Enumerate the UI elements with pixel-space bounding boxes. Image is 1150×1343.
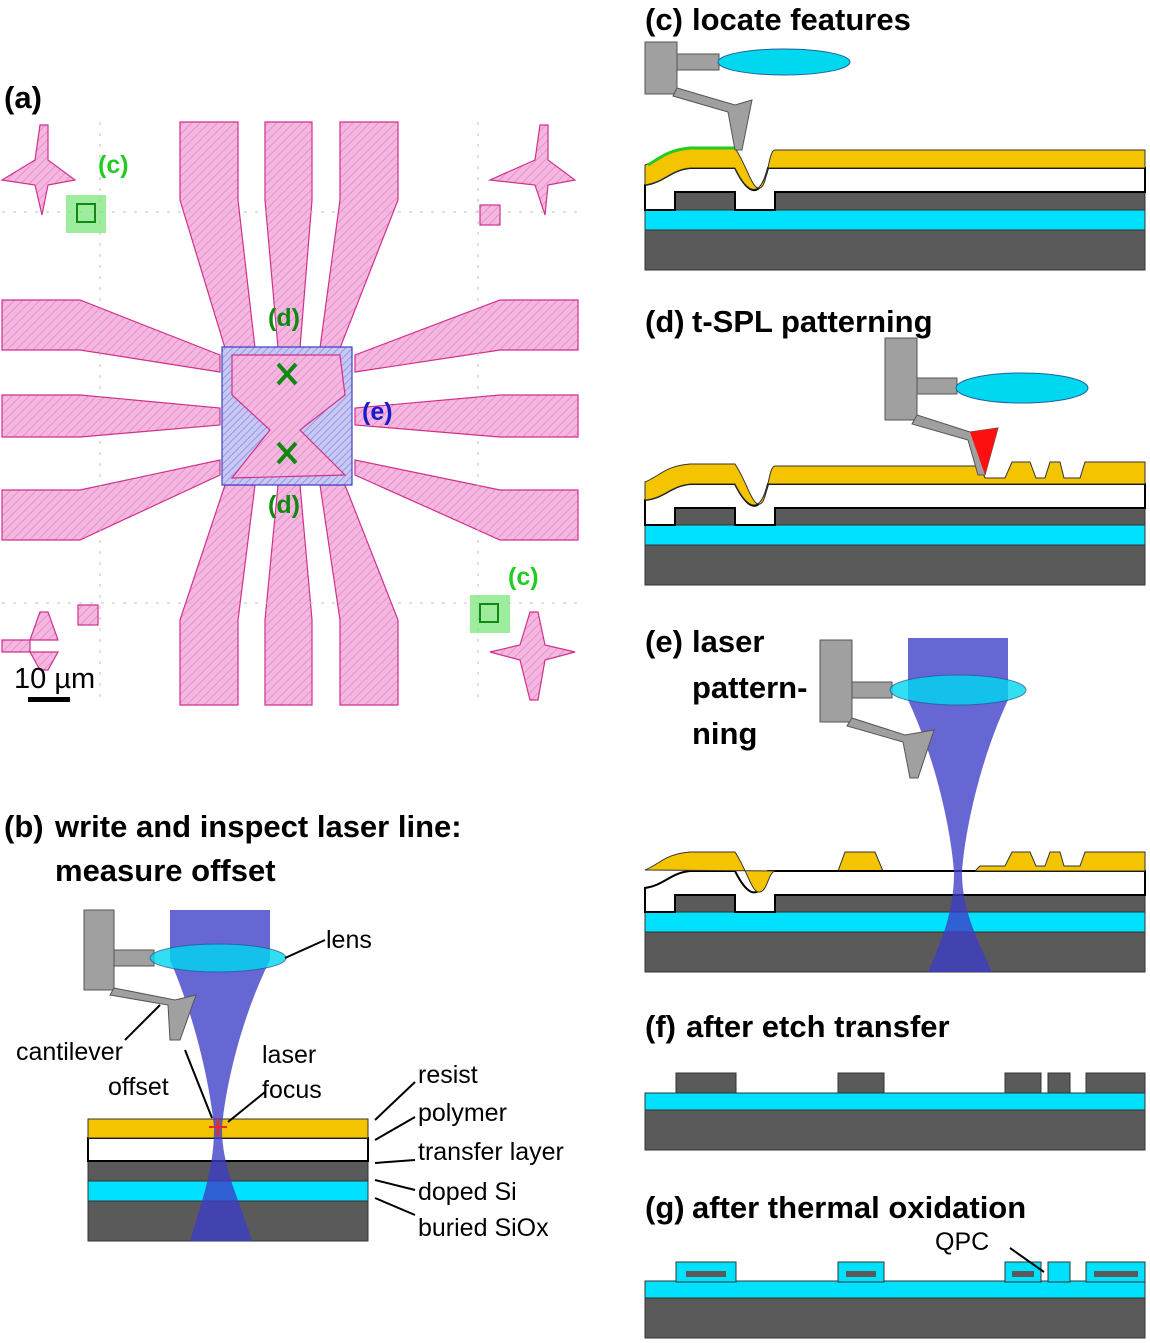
- panel-f-label: (f): [645, 1009, 676, 1044]
- marker-d2-text: (d): [268, 491, 300, 519]
- c-cantilever-arm: [676, 53, 720, 71]
- d-cantilever-holder: [884, 337, 918, 421]
- x-marker-2: [276, 441, 298, 465]
- b-transfer-layer: [87, 1137, 369, 1162]
- d-heated-tip: [970, 428, 998, 475]
- panel-b-label: (b): [4, 809, 44, 844]
- marker-e-text: (e): [362, 398, 393, 426]
- g-substrate: [644, 1297, 1146, 1339]
- panel-e-label: (e): [645, 624, 683, 659]
- b-laser-beam: [170, 910, 270, 1241]
- panel-e-title-line3: ning: [692, 716, 757, 751]
- panel-e: (e) laser pattern- ning: [644, 624, 1146, 973]
- layout-drawing: [0, 121, 579, 706]
- b-focus-label: focus: [262, 1076, 322, 1104]
- b-cantilever-label: cantilever: [16, 1038, 123, 1066]
- d-buried-oxide: [644, 524, 1146, 546]
- c-substrate: [644, 229, 1146, 271]
- marker-d1-text: (d): [268, 304, 300, 332]
- scalebar: [28, 697, 70, 702]
- e-cantilever-arm: [851, 681, 893, 699]
- panel-d-label: (d): [645, 304, 685, 339]
- panel-f-title: after etch transfer: [686, 1009, 950, 1044]
- marker-square-c2: [470, 595, 510, 633]
- e-cantilever-tip: [846, 717, 935, 779]
- marker-c2-text: (c): [508, 563, 539, 591]
- panel-b-title-line1: write and inspect laser line:: [54, 809, 462, 844]
- b-buried-siox-label: buried SiOx: [418, 1214, 549, 1242]
- panel-d: (d) t-SPL patterning: [644, 304, 1146, 586]
- c-cantilever-tip: [672, 87, 753, 151]
- panel-a-label: (a): [4, 80, 42, 115]
- b-transfer-layer-label: transfer layer: [418, 1138, 564, 1166]
- g-qpc-arrow: [1009, 1247, 1045, 1273]
- b-resist: [87, 1118, 369, 1139]
- d-lens: [955, 372, 1089, 404]
- panel-e-title-line2: pattern-: [692, 670, 807, 705]
- b-doped-si-label: doped Si: [418, 1178, 517, 1206]
- panel-c: (c) locate features: [644, 2, 1146, 271]
- b-lens-label: lens: [326, 926, 372, 954]
- b-cantilever-tip: [109, 987, 197, 1041]
- b-polymer-label: polymer: [418, 1099, 507, 1127]
- f-substrate: [644, 1109, 1146, 1151]
- g-oxidized-mesas: [675, 1261, 1146, 1283]
- marker-square-c1: [66, 195, 106, 233]
- d-cantilever-arm: [916, 377, 958, 395]
- panel-a: (a): [0, 80, 579, 706]
- c-scan-trace: [647, 146, 735, 167]
- panel-f: (f) after etch transfer: [644, 1009, 1146, 1151]
- e-substrate: [644, 931, 1146, 973]
- e-cantilever-holder: [819, 639, 853, 723]
- e-buried-oxide: [644, 911, 1146, 933]
- b-focus-cross: [209, 1118, 227, 1136]
- marker-square-c2-inner: [479, 603, 499, 623]
- x-marker-1: [276, 362, 298, 386]
- d-resist: [644, 461, 1146, 506]
- panel-b-title-line2: measure offset: [55, 853, 276, 888]
- panel-g: (g) after thermal oxidation QPC: [644, 1190, 1146, 1339]
- g-qpc-label: QPC: [935, 1228, 989, 1256]
- e-resist-right: [973, 851, 1146, 872]
- b-offset-label: offset: [108, 1073, 169, 1101]
- e-laser-beam: [908, 638, 1008, 972]
- scalebar-label: 10 µm: [14, 663, 95, 695]
- f-buried-oxide: [644, 1092, 1146, 1111]
- b-cantilever-holder: [83, 909, 115, 991]
- marker-square-c1-inner: [76, 203, 96, 223]
- b-cantilever-arm: [113, 949, 155, 967]
- panel-e-title-line1: laser: [692, 624, 764, 659]
- panel-g-title: after thermal oxidation: [692, 1190, 1026, 1225]
- c-cantilever-holder: [644, 41, 678, 95]
- f-mesas: [675, 1072, 1146, 1094]
- e-resist-island: [837, 851, 884, 872]
- d-substrate: [644, 544, 1146, 586]
- panel-b: (b) write and inspect laser line: measur…: [4, 809, 564, 1242]
- b-lens: [149, 943, 287, 973]
- panel-d-title: t-SPL patterning: [692, 304, 933, 339]
- c-buried-oxide: [644, 209, 1146, 231]
- panel-c-label: (c): [645, 2, 683, 37]
- g-si-cores: [686, 1271, 1138, 1277]
- marker-c1-text: (c): [98, 151, 129, 179]
- g-buried-oxide: [644, 1280, 1146, 1299]
- c-lens: [717, 48, 851, 76]
- e-resist-left: [644, 851, 776, 893]
- b-resist-label: resist: [418, 1061, 478, 1089]
- b-annotation-arrows: [124, 939, 416, 1216]
- panel-g-label: (g): [645, 1190, 685, 1225]
- panel-c-title: locate features: [692, 2, 911, 37]
- b-laser-label: laser: [262, 1041, 316, 1069]
- e-transfer-layer: [644, 870, 1146, 913]
- e-lens: [889, 674, 1027, 706]
